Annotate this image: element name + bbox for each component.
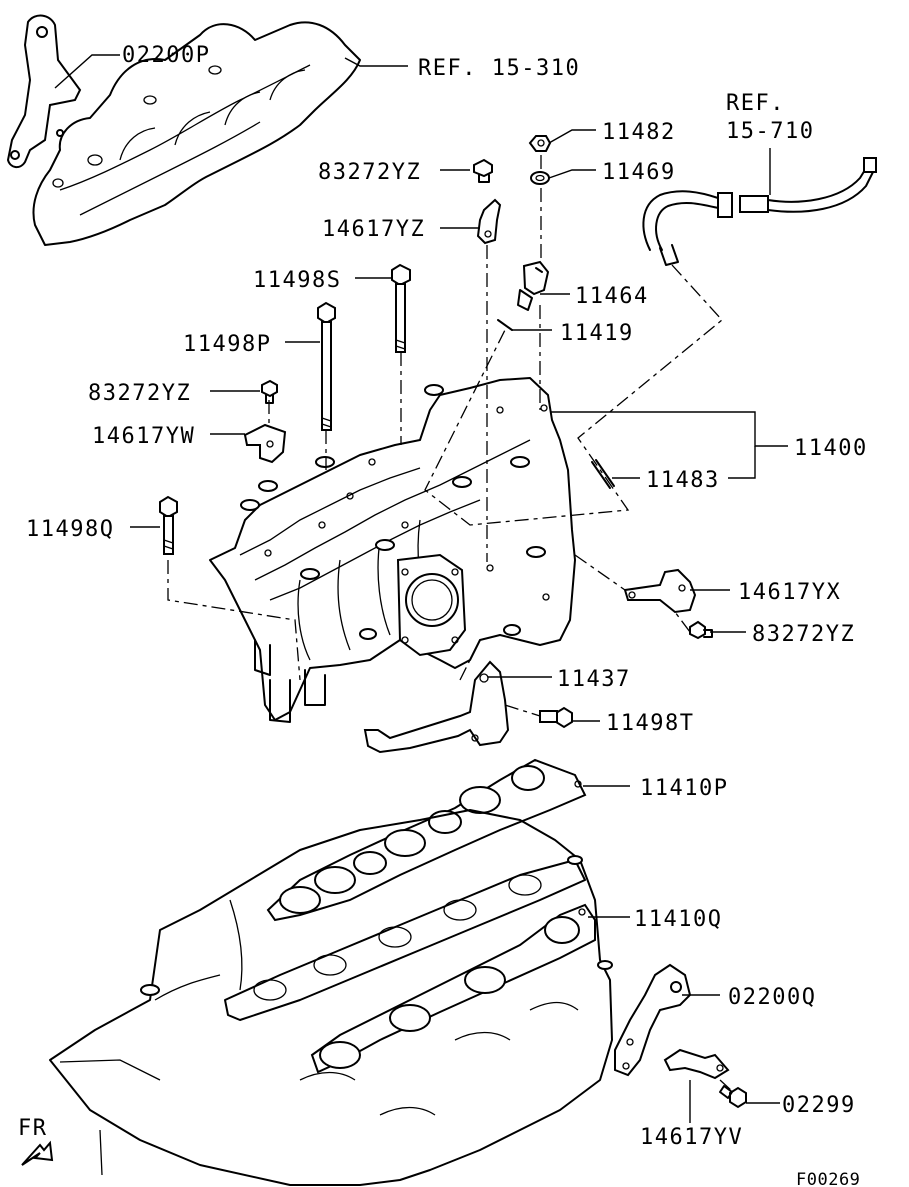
intake-manifold-11400	[209, 377, 576, 723]
bracket-14617YV	[663, 1048, 730, 1080]
label-11410P: 11410P	[640, 776, 728, 801]
front-marker-label: FR	[18, 1116, 48, 1141]
pin-11483	[591, 459, 615, 489]
label-11482: 11482	[602, 120, 676, 145]
bolt-02299	[719, 1085, 747, 1109]
label-11400: 11400	[794, 436, 868, 461]
label-11464: 11464	[575, 284, 649, 309]
washer-11469	[530, 171, 550, 185]
label-11498Q: 11498Q	[26, 517, 114, 542]
label-11498T: 11498T	[606, 711, 694, 736]
bolt-83272YZ-a	[473, 158, 493, 183]
label-ref-15-310: REF. 15-310	[418, 56, 580, 81]
bolt-11498T	[539, 706, 573, 729]
bolt-83272YZ-c	[689, 620, 713, 640]
label-11437: 11437	[557, 667, 631, 692]
label-11498S: 11498S	[253, 268, 341, 293]
bracket-14617YZ	[476, 198, 502, 245]
nut-11482	[528, 135, 552, 152]
gasket-11410P	[266, 758, 587, 922]
bolt-11498P	[317, 301, 336, 431]
label-11498P: 11498P	[183, 332, 271, 357]
label-14617YV: 14617YV	[640, 1125, 743, 1150]
label-11419: 11419	[560, 321, 634, 346]
cylinder-head	[49, 809, 613, 1186]
label-ref: REF.	[726, 91, 785, 116]
label-ref-15-710: 15-710	[726, 119, 814, 144]
bolt-11498Q	[159, 495, 178, 555]
upper-manifold-ref	[32, 21, 361, 246]
alignment-lines	[167, 155, 734, 1093]
bracket-14617YW	[243, 423, 287, 464]
diagram-code: F00269	[796, 1170, 860, 1187]
vacuum-hose	[642, 157, 877, 266]
bracket-14617YX	[623, 568, 697, 614]
label-02200P: 02200P	[122, 43, 210, 68]
bolt-11498S	[391, 263, 411, 353]
label-83272YZ-a: 83272YZ	[318, 160, 421, 185]
pin-11419	[497, 319, 513, 331]
label-11469: 11469	[602, 160, 676, 185]
label-14617YZ: 14617YZ	[322, 217, 425, 242]
label-11483: 11483	[646, 468, 720, 493]
bracket-11437	[363, 660, 510, 754]
bolt-83272YZ-b	[261, 379, 278, 404]
label-14617YX: 14617YX	[738, 580, 841, 605]
front-arrow-icon	[21, 1140, 54, 1166]
gasket-11410Q	[310, 903, 596, 1074]
sensor-11464	[517, 260, 550, 311]
bracket-02200P	[6, 14, 82, 168]
label-11410Q: 11410Q	[634, 907, 722, 932]
callout-labels: 02200P REF. 15-310 REF. 15-710 11482 832…	[18, 43, 868, 1187]
leader-lines	[54, 54, 788, 1123]
label-83272YZ-c: 83272YZ	[752, 622, 855, 647]
label-14617YW: 14617YW	[92, 424, 195, 449]
bracket-02200Q	[614, 963, 692, 1077]
label-83272YZ-b: 83272YZ	[88, 381, 191, 406]
label-02200Q: 02200Q	[728, 985, 816, 1010]
label-02299: 02299	[782, 1093, 856, 1118]
